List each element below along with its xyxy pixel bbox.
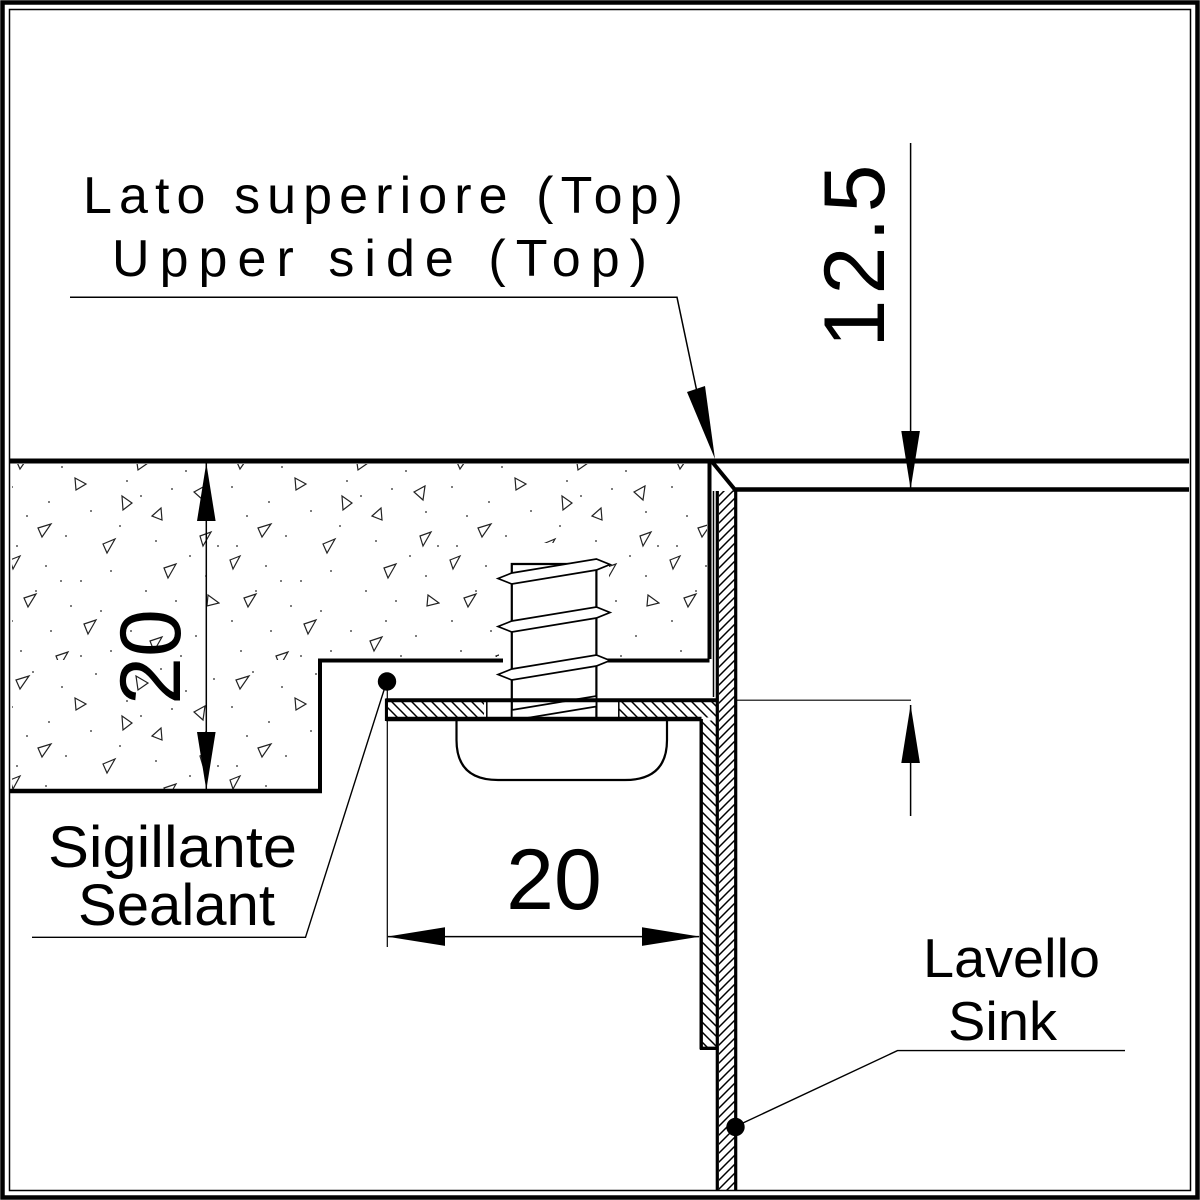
sink-label-line1: Lavello	[923, 927, 1100, 989]
fixing-clip	[384, 698, 718, 1050]
sealant-bead-dot	[377, 672, 397, 691]
leader-line	[736, 1049, 1125, 1127]
countertop-section	[10, 458, 1189, 794]
sink-leader-dot	[726, 1117, 745, 1137]
dimension-clip-plate-width: 20	[386, 690, 700, 947]
leader-line	[32, 686, 386, 938]
arrow-up-icon	[901, 705, 920, 763]
arrow-left-icon	[387, 927, 445, 946]
label-top-surface: Lato superiore (Top) Upper side (Top)	[70, 167, 715, 459]
top-surface-label-line1: Lato superiore (Top)	[83, 167, 683, 225]
dim-text-sink-rim-depth: 12.5	[807, 163, 903, 348]
sealant-label-line2: Sealant	[78, 873, 275, 938]
sink-wall	[715, 491, 738, 1190]
arrow-right-icon	[642, 927, 700, 946]
dimension-countertop-thickness: 20	[103, 463, 216, 790]
clip-plate-hatch-left	[388, 702, 484, 718]
sealant-label-line1: Sigillante	[48, 815, 297, 880]
clip-hole-lines	[486, 700, 620, 719]
label-sealant: Sigillante Sealant	[32, 672, 397, 938]
label-sink: Lavello Sink	[726, 927, 1125, 1137]
leader-line	[70, 296, 698, 393]
clip-plate-hatch-right	[619, 702, 717, 718]
arrow-up-icon	[197, 463, 216, 521]
dim-text-clip-plate-width: 20	[506, 832, 602, 928]
arrow-down-icon	[901, 431, 920, 489]
top-surface-label-line2: Upper side (Top)	[112, 230, 647, 288]
frame-inner-border	[8, 8, 1192, 1192]
leader-arrow-icon	[687, 386, 715, 459]
sink-wall-hatch	[719, 491, 735, 1190]
dimension-sink-rim-depth: 12.5	[737, 143, 920, 816]
clip-leg-hatch	[702, 720, 717, 1049]
sink-label-line2: Sink	[948, 990, 1058, 1052]
countertop-chamfer-edge	[709, 459, 736, 490]
arrow-down-icon	[197, 732, 216, 790]
dim-text-countertop-thickness: 20	[103, 609, 199, 705]
screw-head	[455, 719, 669, 782]
